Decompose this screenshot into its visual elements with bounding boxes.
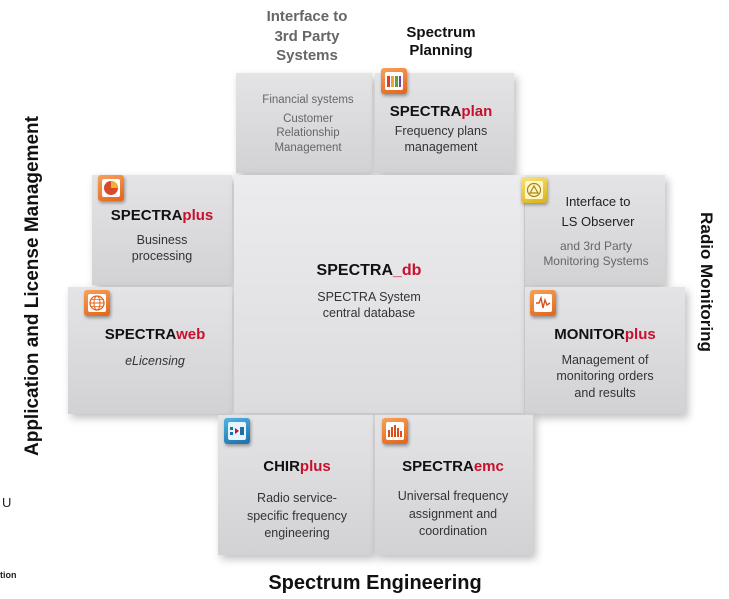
monitorplus-icon [530, 290, 556, 316]
spectraweb-desc: eLicensing [125, 354, 185, 368]
spectraplan-icon [381, 68, 407, 94]
spectraplan-desc: Frequency plans management [394, 124, 488, 155]
chirplus-desc: Radio service- specific frequency engine… [246, 491, 348, 540]
spectraweb-icon [84, 290, 110, 316]
spectra-db-title: SPECTRA_db [316, 262, 422, 279]
edge-fragment-u: U [2, 495, 12, 510]
heading-interface-third-party: Interface to 3rd Party Systems [266, 8, 348, 64]
tile-spectra-db [234, 175, 524, 413]
monitorplus-desc: Management of monitoring orders and resu… [556, 353, 654, 400]
tile-interface-ls [525, 175, 665, 285]
crm-label: Customer Relationship Management [274, 113, 342, 154]
spectraplus-desc: Business processing [131, 233, 193, 264]
heading-application-license: Application and License Management [22, 116, 43, 456]
spectraemc-desc: Universal frequency assignment and coord… [397, 489, 509, 538]
heading-spectrum-engineering: Spectrum Engineering [268, 572, 482, 594]
ls-observer-title: Interface to LS Observer [561, 194, 635, 230]
monitorplus-title: MONITORplus [554, 326, 656, 343]
spectraemc-title: SPECTRAemc [402, 458, 504, 475]
heading-radio-monitoring: Radio Monitoring [697, 212, 716, 352]
spectra-db-desc: SPECTRA System central database [317, 290, 421, 321]
ls-observer-icon [521, 177, 547, 203]
spectraweb-title: SPECTRAweb [104, 326, 206, 343]
tile-interface-financial [236, 73, 372, 173]
spectraplus-icon [98, 175, 124, 201]
chirplus-title: CHIRplus [263, 458, 331, 475]
spectraemc-icon [382, 418, 408, 444]
heading-spectrum-planning: Spectrum Planning [406, 24, 476, 59]
spectraplus-title: SPECTRAplus [110, 207, 214, 224]
spectraplan-title: SPECTRAplan [389, 103, 493, 120]
edge-fragment-tion: tion [0, 570, 17, 580]
ls-observer-desc: and 3rd Party Monitoring Systems [543, 239, 649, 268]
chirplus-icon [224, 418, 250, 444]
financial-systems-label: Financial systems [262, 94, 354, 106]
